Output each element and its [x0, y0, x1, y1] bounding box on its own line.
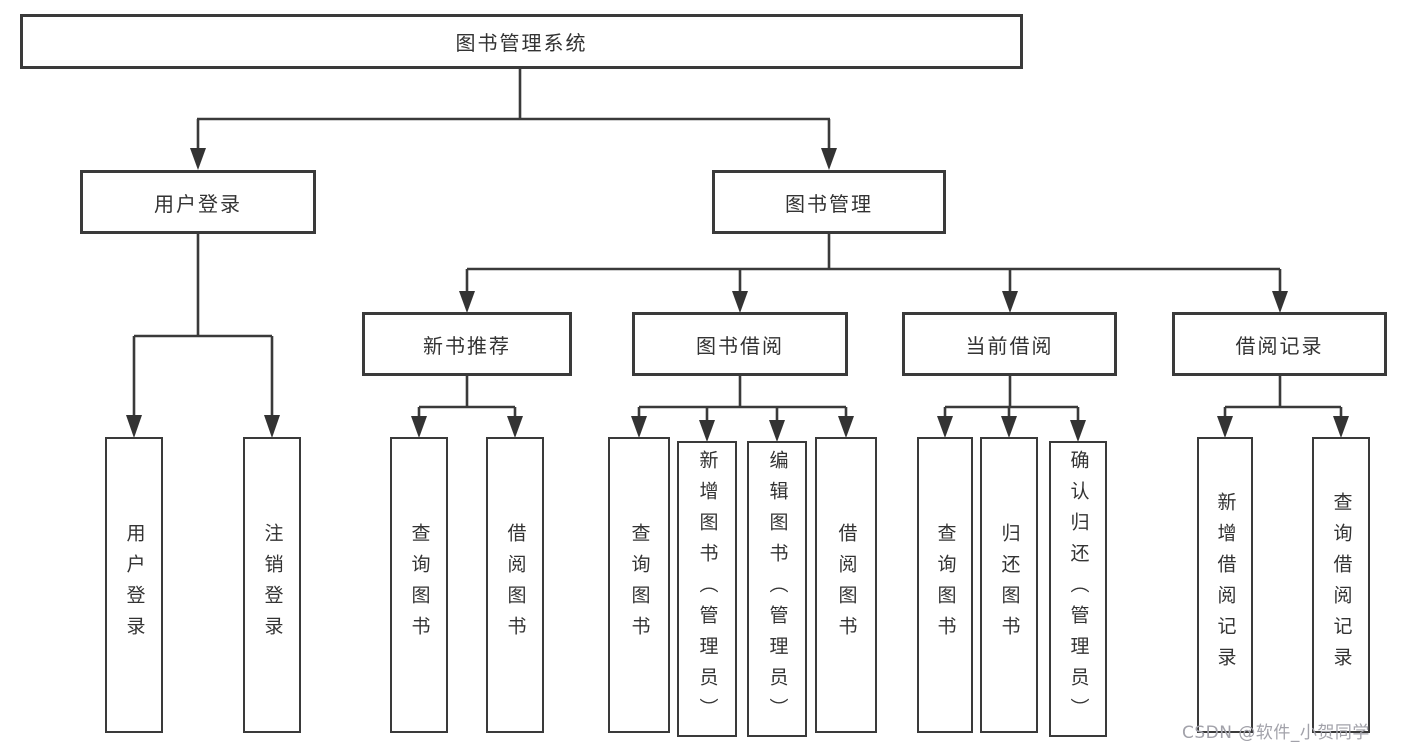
node-user-login-group: 用户登录	[80, 170, 316, 234]
node-library-management-system: 图书管理系统	[20, 14, 1023, 69]
connector-book-borrowing-to-children	[631, 376, 854, 442]
node-bb-add-books-admin-label: 新增图书（管理员）	[696, 449, 719, 729]
node-nb-query-books: 查询图书	[390, 437, 448, 733]
node-bb-query-books-label: 查询图书	[628, 523, 651, 647]
node-bb-borrow-books: 借阅图书	[815, 437, 877, 733]
arrowhead-icon	[264, 415, 280, 438]
node-current-borrowing: 当前借阅	[902, 312, 1117, 376]
arrowhead-icon	[190, 148, 206, 170]
node-nb-query-books-label: 查询图书	[408, 523, 431, 647]
node-logout: 注销登录	[243, 437, 301, 733]
arrowhead-icon	[1002, 291, 1018, 313]
arrowhead-icon	[1272, 291, 1288, 313]
csdn-watermark: CSDN @软件_小贺同学	[1182, 723, 1370, 743]
connector-new-book-recommend-to-children	[411, 376, 523, 438]
arrowhead-icon	[631, 416, 647, 438]
connector-book-management-to-level3	[459, 234, 1288, 313]
arrowhead-icon	[699, 420, 715, 442]
arrowhead-icon	[1333, 416, 1349, 438]
node-bb-query-books: 查询图书	[608, 437, 670, 733]
node-user-login-label: 用户登录	[123, 523, 146, 647]
node-cb-confirm-return-admin-label: 确认归还（管理员）	[1067, 449, 1090, 729]
arrowhead-icon	[507, 416, 523, 438]
connector-user-login-to-children	[126, 234, 280, 438]
arrowhead-icon	[126, 415, 142, 438]
node-cb-confirm-return-admin: 确认归还（管理员）	[1049, 441, 1107, 737]
connector-borrowing-records-to-children	[1217, 376, 1349, 438]
arrowhead-icon	[821, 148, 837, 170]
arrowhead-icon	[838, 416, 854, 438]
node-cb-return-books-label: 归还图书	[998, 523, 1021, 647]
node-user-login: 用户登录	[105, 437, 163, 733]
node-br-query-record-label: 查询借阅记录	[1330, 492, 1353, 678]
arrowhead-icon	[732, 291, 748, 313]
arrowhead-icon	[459, 291, 475, 313]
node-bb-add-books-admin: 新增图书（管理员）	[677, 441, 737, 737]
connector-root-to-level2	[190, 68, 837, 170]
node-bb-edit-books-admin-label: 编辑图书（管理员）	[766, 449, 789, 729]
node-br-add-record-label: 新增借阅记录	[1214, 492, 1237, 678]
arrowhead-icon	[1070, 420, 1086, 442]
node-bb-borrow-books-label: 借阅图书	[835, 523, 858, 647]
node-br-add-record: 新增借阅记录	[1197, 437, 1253, 733]
node-book-management: 图书管理	[712, 170, 946, 234]
arrowhead-icon	[937, 416, 953, 438]
node-cb-return-books: 归还图书	[980, 437, 1038, 733]
node-br-query-record: 查询借阅记录	[1312, 437, 1370, 733]
arrowhead-icon	[769, 420, 785, 442]
node-new-book-recommend: 新书推荐	[362, 312, 572, 376]
node-borrowing-records: 借阅记录	[1172, 312, 1387, 376]
node-bb-edit-books-admin: 编辑图书（管理员）	[747, 441, 807, 737]
node-nb-borrow-books-label: 借阅图书	[504, 523, 527, 647]
arrowhead-icon	[1001, 416, 1017, 438]
node-cb-query-books: 查询图书	[917, 437, 973, 733]
arrowhead-icon	[411, 416, 427, 438]
arrowhead-icon	[1217, 416, 1233, 438]
node-logout-label: 注销登录	[261, 523, 284, 647]
node-book-borrowing: 图书借阅	[632, 312, 848, 376]
node-cb-query-books-label: 查询图书	[934, 523, 957, 647]
connector-current-borrowing-to-children	[937, 376, 1086, 442]
node-nb-borrow-books: 借阅图书	[486, 437, 544, 733]
